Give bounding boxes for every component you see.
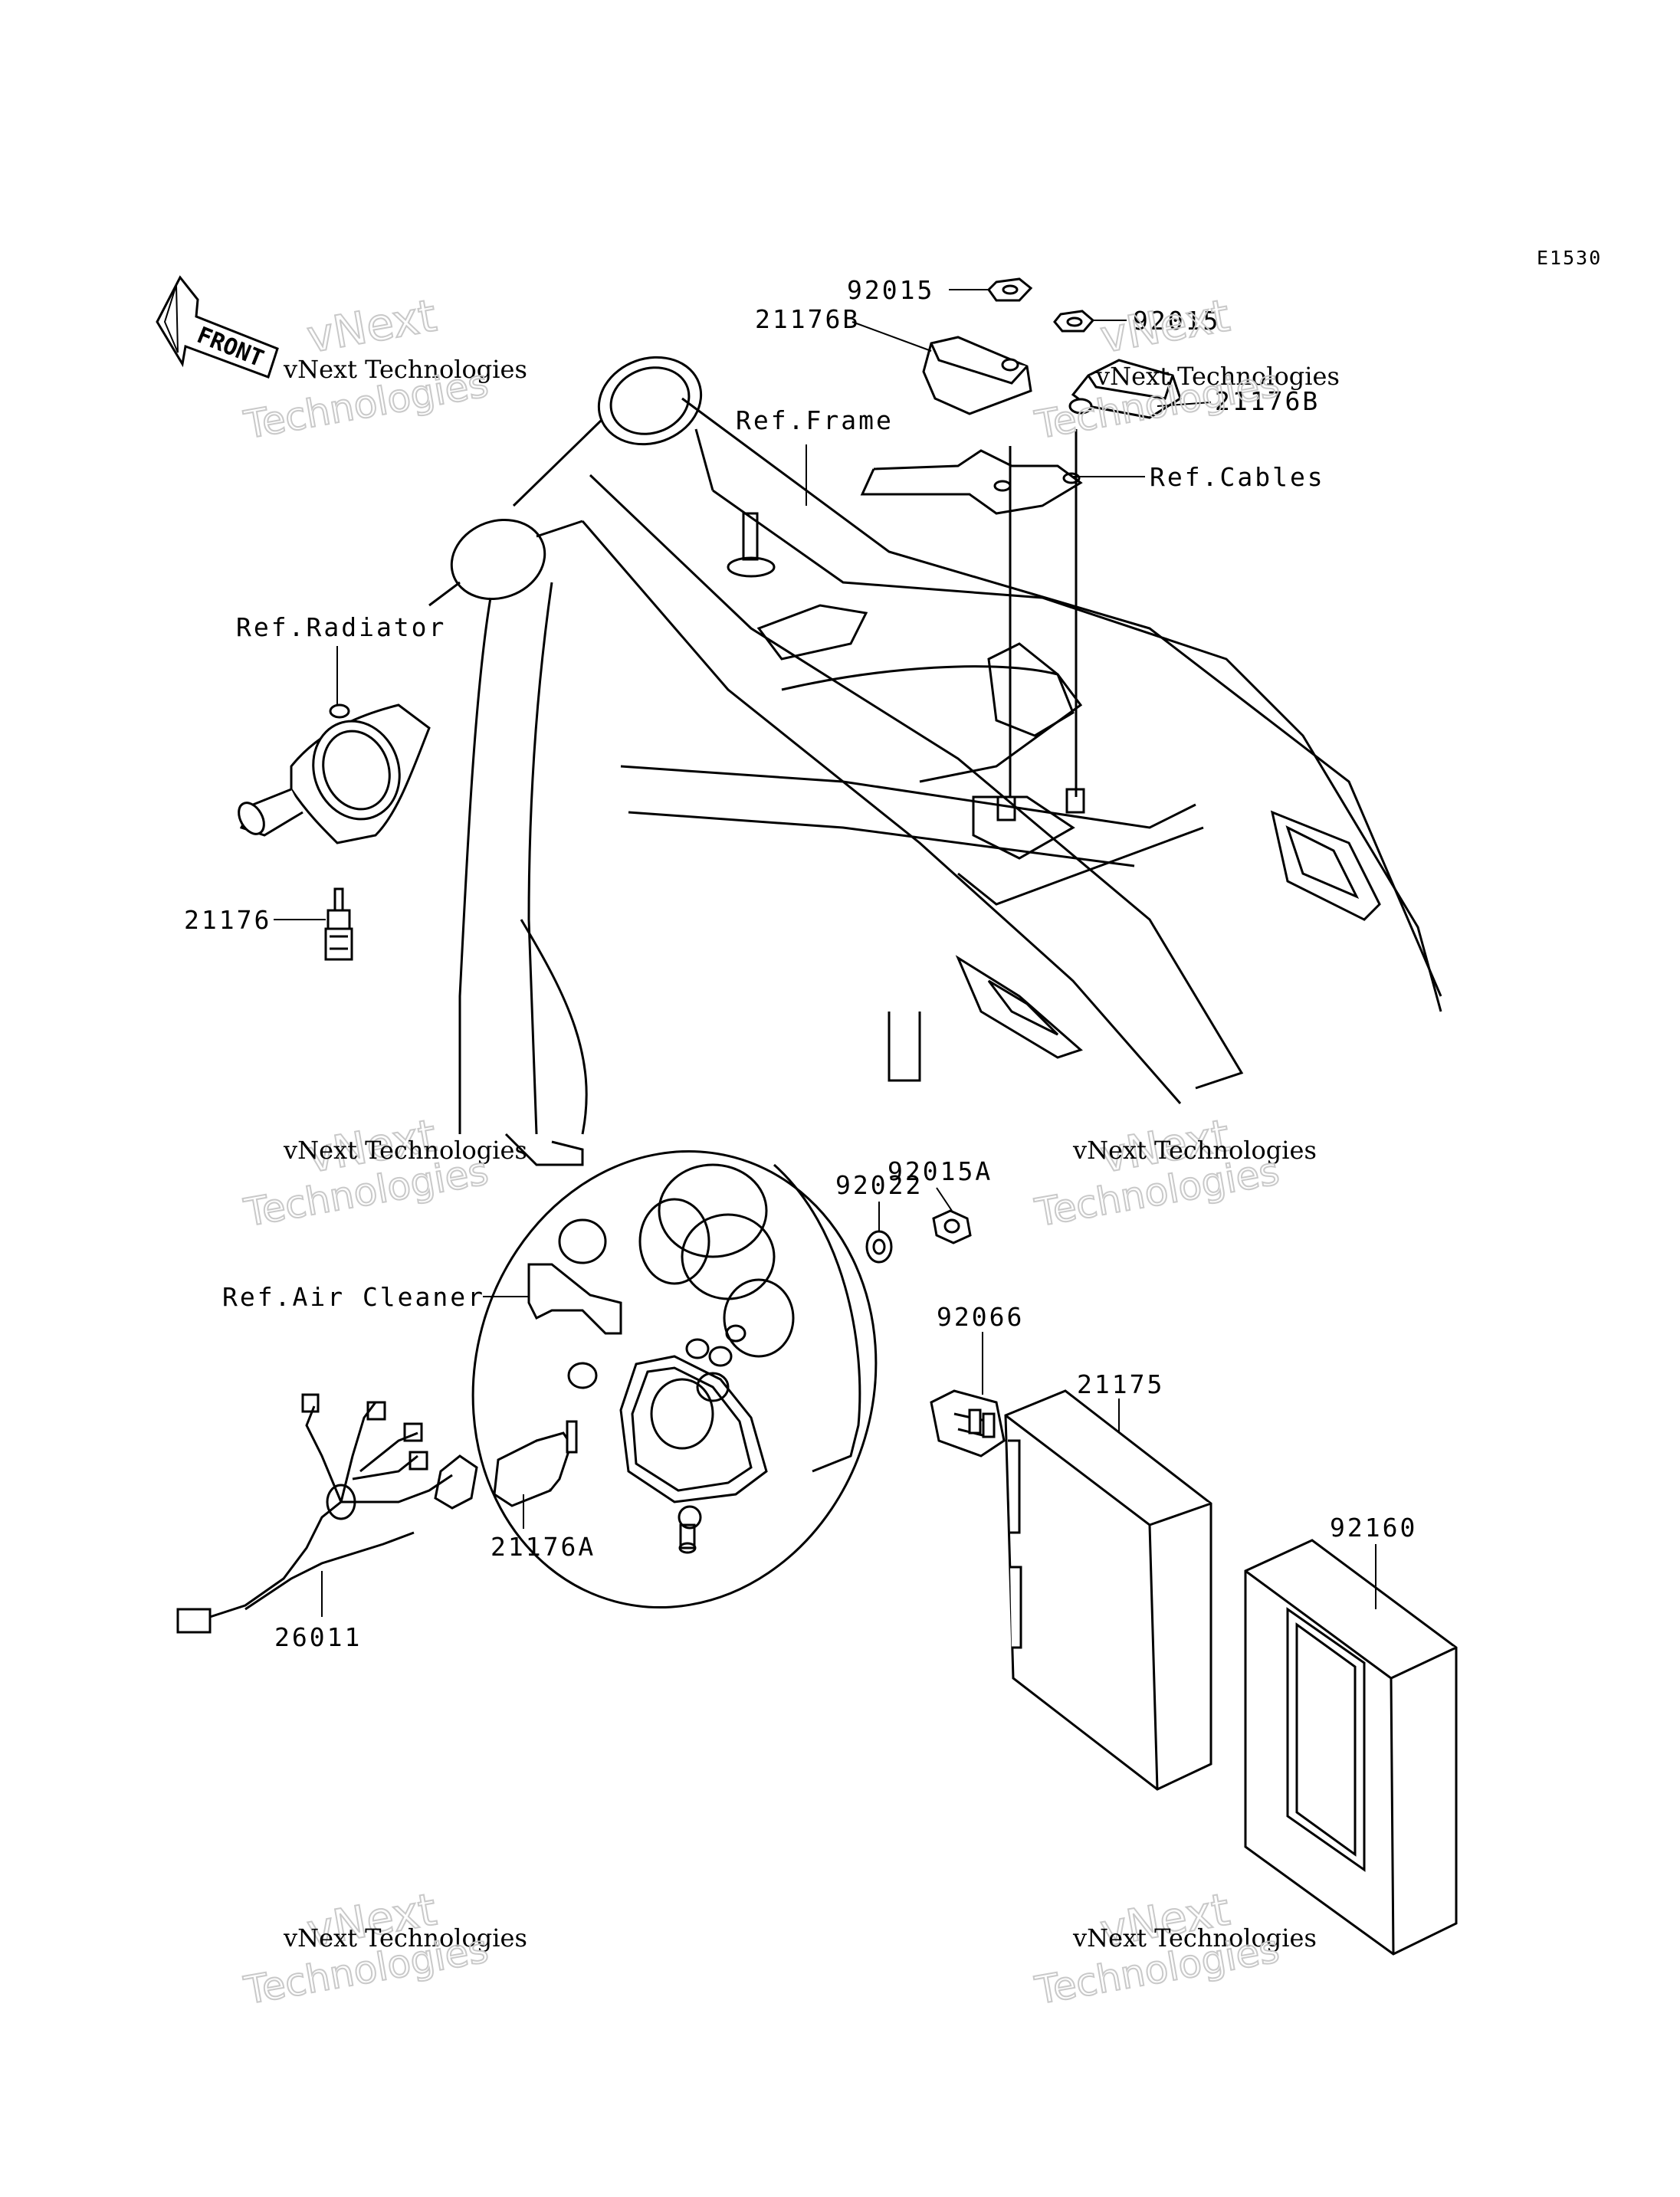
sensor-21176 bbox=[324, 887, 353, 961]
label-26011: 26011 bbox=[274, 1622, 362, 1652]
watermark-4: vNext vNext Technologies Technologies bbox=[1031, 1108, 1317, 1236]
sensor-21176b-left bbox=[922, 336, 1032, 415]
svg-text:vNext Technologies: vNext Technologies bbox=[283, 355, 527, 384]
svg-text:vNext Technologies: vNext Technologies bbox=[1095, 362, 1340, 391]
harness-26011 bbox=[176, 1393, 478, 1634]
washer-92022 bbox=[865, 1230, 893, 1264]
label-92015a: 92015A bbox=[888, 1156, 993, 1186]
diagram-code: E1530 bbox=[1537, 247, 1602, 269]
leader-lines bbox=[274, 289, 1376, 1617]
nut-92015-right bbox=[1053, 310, 1095, 333]
label-21176: 21176 bbox=[184, 905, 271, 935]
label-92015-top-left: 92015 bbox=[847, 275, 934, 305]
ecu-21175 bbox=[1004, 1389, 1212, 1791]
watermark-6: vNext vNext Technologies Technologies bbox=[1031, 1882, 1317, 2014]
label-21176b-right: 21176B bbox=[1215, 386, 1320, 416]
svg-text:vNext Technologies: vNext Technologies bbox=[283, 1923, 527, 1953]
label-92160: 92160 bbox=[1330, 1513, 1417, 1543]
svg-text:vNext: vNext bbox=[304, 289, 441, 362]
watermark-3: vNext vNext Technologies Technologies bbox=[240, 1108, 527, 1236]
air-cleaner-housing bbox=[471, 1150, 878, 1608]
nut-92015a bbox=[932, 1209, 972, 1244]
sensor-21176a bbox=[493, 1420, 578, 1507]
label-21175: 21175 bbox=[1077, 1369, 1164, 1399]
cover-92160 bbox=[1244, 1539, 1458, 1956]
watermark-5: vNext vNext Technologies Technologies bbox=[240, 1882, 527, 2014]
cable-bracket bbox=[860, 429, 1085, 821]
label-ref-frame: Ref.Frame bbox=[736, 405, 894, 435]
sensor-21176b-right bbox=[1068, 359, 1182, 419]
radiator-fitting bbox=[238, 703, 431, 844]
svg-text:vNext Technologies: vNext Technologies bbox=[1072, 1923, 1317, 1953]
connector-92066 bbox=[930, 1389, 1006, 1458]
label-92066: 92066 bbox=[937, 1302, 1024, 1332]
label-ref-air-cleaner: Ref.Air Cleaner bbox=[222, 1282, 485, 1312]
label-ref-cables: Ref.Cables bbox=[1150, 462, 1325, 492]
label-92015-top-right: 92015 bbox=[1133, 306, 1220, 336]
frame-drawing bbox=[428, 356, 1442, 1166]
svg-text:vNext: vNext bbox=[1097, 289, 1234, 362]
label-ref-radiator: Ref.Radiator bbox=[236, 612, 446, 642]
front-arrow-icon: FRONT bbox=[156, 275, 279, 379]
watermark-1: vNext vNext Technologies Technologies bbox=[240, 288, 527, 448]
label-92022: 92022 bbox=[835, 1170, 923, 1200]
nut-92015-left bbox=[987, 277, 1033, 302]
label-21176a: 21176A bbox=[491, 1532, 596, 1562]
svg-text:vNext Technologies: vNext Technologies bbox=[283, 1136, 527, 1165]
label-21176b-left: 21176B bbox=[755, 304, 860, 334]
svg-text:vNext Technologies: vNext Technologies bbox=[1072, 1136, 1317, 1165]
